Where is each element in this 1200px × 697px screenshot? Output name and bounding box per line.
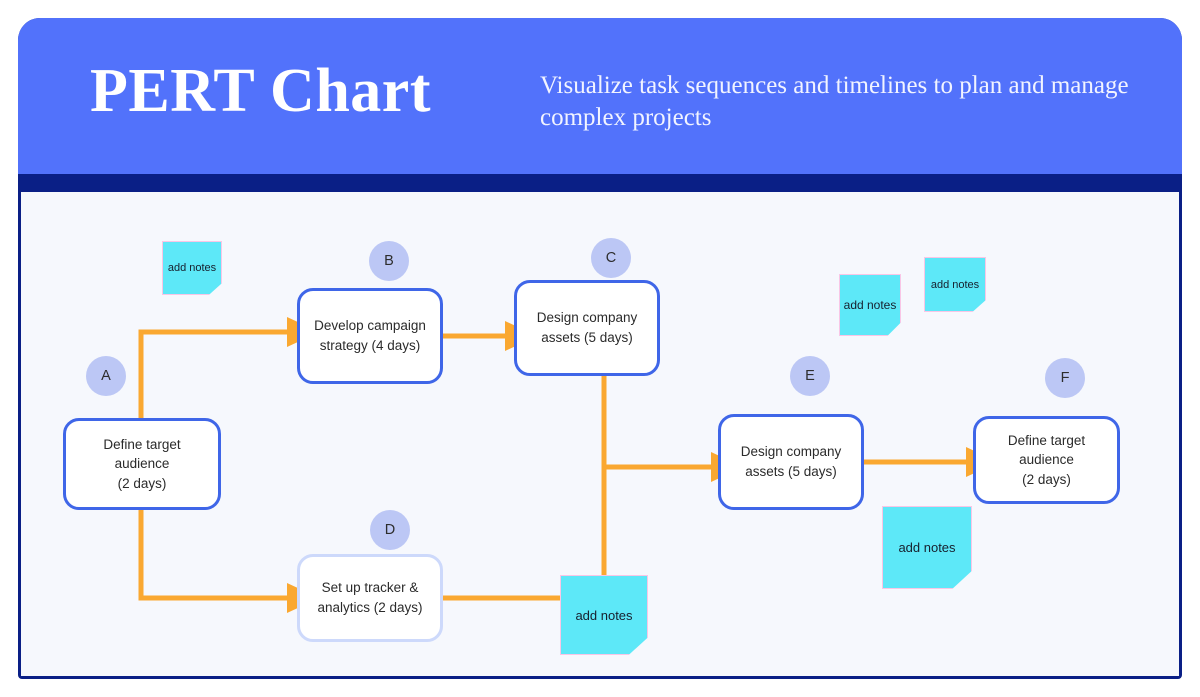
node-b[interactable]: Develop campaign strategy (4 days) [297,288,443,384]
edge-a-to-d [138,508,320,613]
sticky-note-topright-1[interactable]: add notes [839,274,901,336]
sticky-note-topright-2[interactable]: add notes [924,257,986,312]
sticky-note-label: add notes [167,262,217,274]
sticky-note-label: add notes [575,607,633,623]
node-e-text: Design company assets (5 days) [741,442,842,481]
chart-header: PERT Chart Visualize task sequences and … [18,18,1182,174]
diagram-canvas[interactable]: add notes add notes add notes add notes … [21,192,1179,676]
pert-chart-card: PERT Chart Visualize task sequences and … [18,18,1182,679]
sticky-note-label: add notes [843,298,897,312]
node-c-line2: assets (5 days) [541,330,633,345]
node-badge-label: C [605,250,617,266]
node-c-line1: Design company [536,310,638,326]
node-a-line1: Define target audience [103,436,181,472]
node-badge-label: E [805,368,815,384]
node-badge-c: C [591,238,631,278]
node-c[interactable]: Design company assets (5 days) [514,280,660,376]
node-a[interactable]: Define target audience (2 days) [63,418,221,510]
node-badge-label: A [101,368,111,384]
node-d[interactable]: Set up tracker & analytics (2 days) [297,554,443,642]
node-e-line1: Design company [740,444,842,460]
node-a-text: Define target audience (2 days) [76,435,208,494]
node-badge-f: F [1045,358,1085,398]
node-d-line1: Set up tracker & [321,580,419,596]
node-d-line2: analytics (2 days) [317,600,423,615]
node-b-line1: Develop campaign [314,318,426,334]
sticky-note-right-large[interactable]: add notes [882,506,972,589]
node-e[interactable]: Design company assets (5 days) [718,414,864,510]
node-e-line2: assets (5 days) [745,464,837,479]
node-badge-a: A [86,356,126,396]
sticky-note-bottom[interactable]: add notes [560,575,648,655]
sticky-note-label: add notes [930,278,980,291]
node-badge-d: D [370,510,410,550]
node-badge-label: B [384,253,394,269]
sticky-note-topleft[interactable]: add notes [162,241,222,295]
node-badge-label: F [1060,370,1070,386]
node-badge-label: D [384,522,396,538]
node-badge-e: E [790,356,830,396]
sticky-note-label: add notes [898,540,956,555]
node-f[interactable]: Define target audience (2 days) [973,416,1120,504]
page-title: PERT Chart [90,57,431,125]
edge-a-to-b [138,317,320,422]
node-b-line2: strategy (4 days) [319,338,421,353]
page-subtitle: Visualize task sequences and timelines t… [540,72,1129,131]
node-d-text: Set up tracker & analytics (2 days) [317,578,422,617]
node-a-line2: (2 days) [117,475,167,491]
node-c-text: Design company assets (5 days) [537,308,638,347]
node-badge-b: B [369,241,409,281]
node-f-line1: Define target audience [1007,432,1086,468]
node-f-line2: (2 days) [1022,471,1071,487]
node-f-text: Define target audience (2 days) [986,431,1107,490]
node-b-text: Develop campaign strategy (4 days) [314,316,426,355]
